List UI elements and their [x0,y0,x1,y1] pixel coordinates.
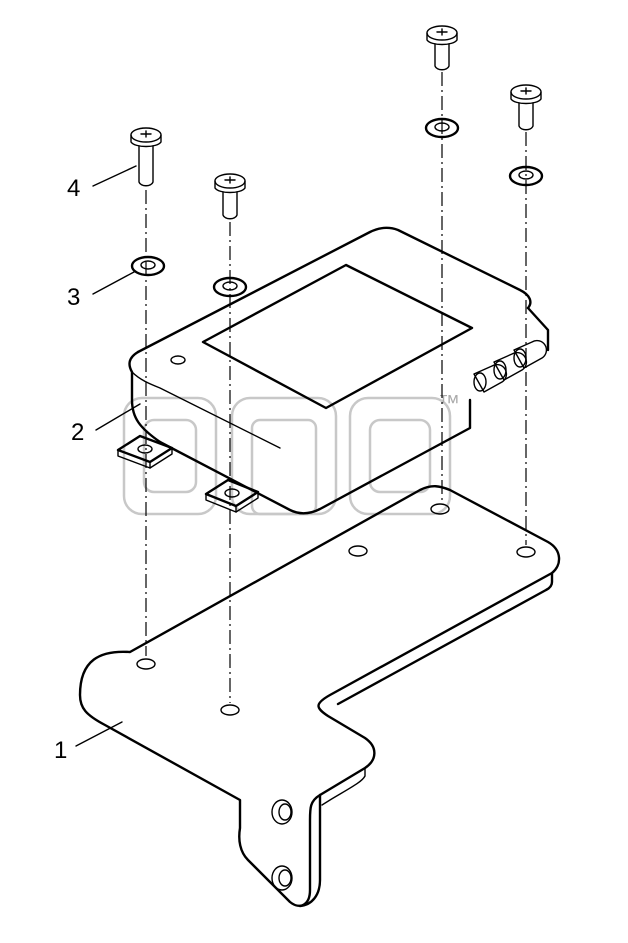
watermark-logo: ™ [122,390,460,516]
leader-lines [75,165,141,747]
screw [426,25,458,71]
trademark-symbol: ™ [438,390,460,415]
callout-4: 4 [67,175,80,202]
assembly-axis-lines [145,72,527,703]
callout-3: 3 [67,284,80,311]
screw [510,84,542,131]
callout-1: 1 [54,737,67,764]
washer [130,255,166,277]
display-unit [116,226,550,515]
connector-group [473,339,548,393]
screw [214,173,246,220]
mounting-tab-right [204,478,260,513]
screw [130,127,162,187]
callout-2: 2 [71,419,84,446]
bracket-plate [78,485,561,908]
mounting-tab-left [116,434,174,469]
